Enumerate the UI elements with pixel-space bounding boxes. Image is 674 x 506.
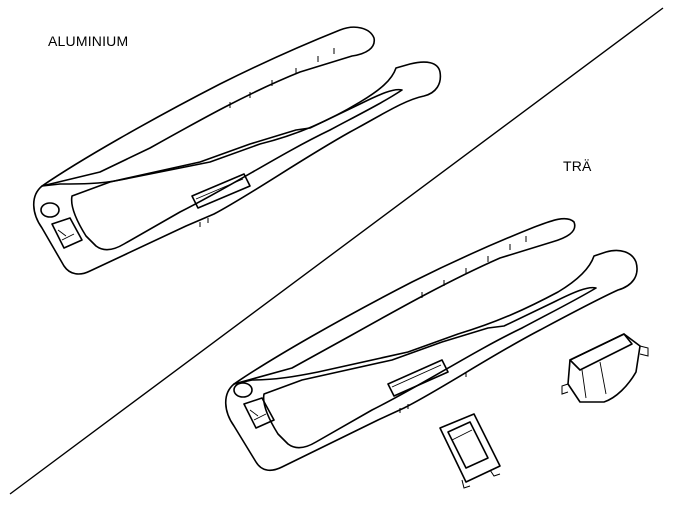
aluminium-switch-block bbox=[51, 217, 83, 249]
wood-cupholder bbox=[233, 382, 253, 398]
wood-switch-block bbox=[243, 397, 275, 429]
divider-line bbox=[9, 7, 664, 495]
wood-panel-slot bbox=[387, 359, 449, 397]
wood-trim-panel bbox=[224, 217, 638, 472]
wood-storage-insert bbox=[561, 333, 649, 403]
wood-label: TRÄ bbox=[563, 158, 592, 174]
aluminium-trim-panel bbox=[32, 26, 442, 275]
aluminium-label: ALUMINIUM bbox=[48, 33, 129, 49]
aluminium-cupholder bbox=[40, 202, 60, 218]
wood-small-bezel bbox=[439, 413, 501, 489]
aluminium-panel-slot bbox=[191, 173, 251, 209]
